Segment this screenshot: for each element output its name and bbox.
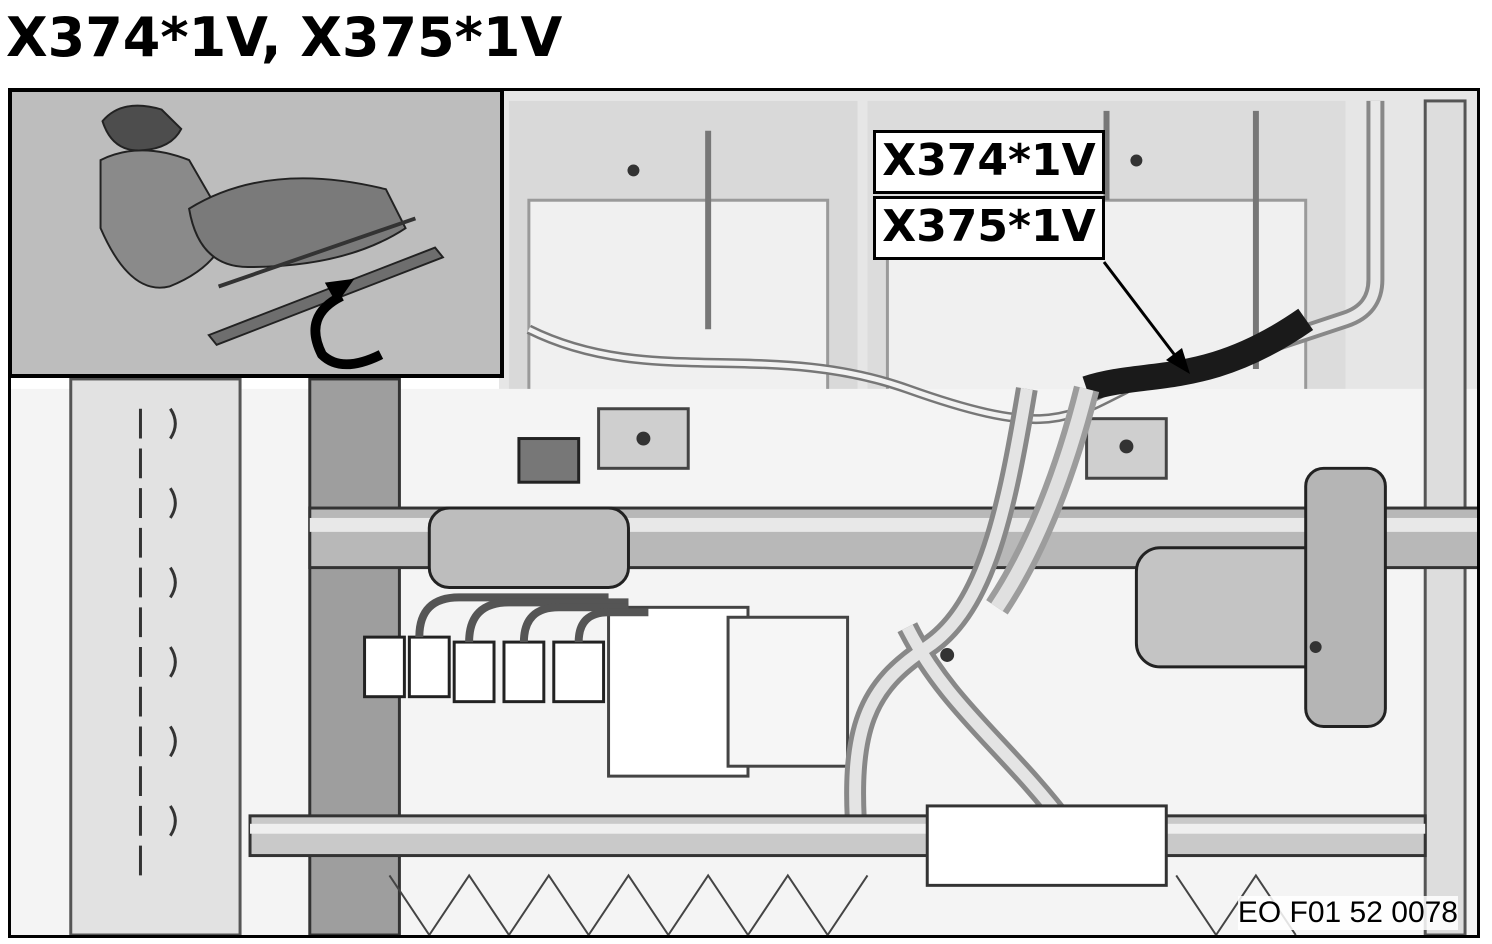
- callout-x375-1v: X375*1V: [873, 196, 1105, 260]
- curved-rotate-arrow-icon: [310, 291, 384, 370]
- seat-frame-drawing: [11, 91, 1477, 935]
- seat-underside-illustration: [8, 88, 1480, 938]
- seat-overview-drawing: [12, 92, 500, 374]
- page-title: X374*1V, X375*1V: [6, 6, 563, 69]
- seat-overview-inset: [8, 88, 504, 378]
- figure-reference-code: EO F01 52 0078: [1237, 896, 1458, 930]
- callout-x374-1v: X374*1V: [873, 130, 1105, 194]
